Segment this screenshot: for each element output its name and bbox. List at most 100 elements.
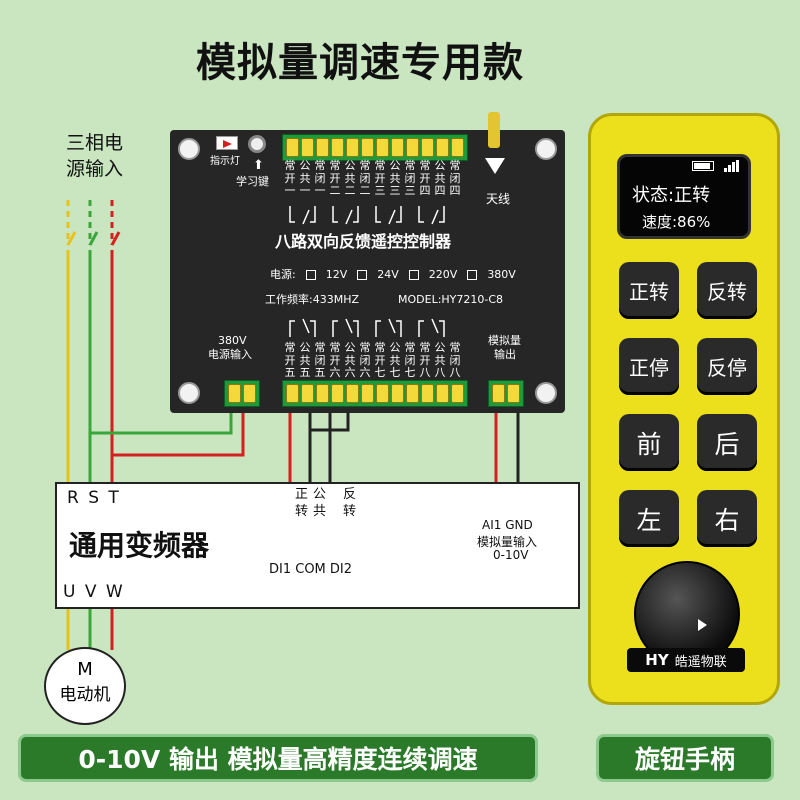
di-terminals-label: DI1 COM DI2 [269, 562, 353, 577]
voltage-380v: 380V [487, 268, 516, 281]
front-button[interactable]: 前 [619, 414, 679, 471]
relay-label-column: 常闭一 [314, 159, 326, 198]
forward-char-2: 转 [295, 504, 309, 519]
vfd-box: R S T 通用变频器 U V W 正转 公共 反转 DI1 COM DI2 A… [55, 482, 580, 609]
wire-380-red [112, 398, 245, 457]
relay-label-char: 共 [344, 171, 356, 185]
relay-label-char: 三 [389, 184, 401, 198]
switch-l3 [110, 231, 121, 246]
relay-label-column: 常开四 [419, 159, 431, 198]
forward-char-1: 正 [295, 487, 309, 502]
relay-label-char: 常 [284, 341, 296, 354]
forward-button[interactable]: 正转 [619, 262, 679, 319]
relay-label-char: 共 [299, 353, 311, 367]
antenna-label: 天线 [486, 192, 511, 206]
relay-label-char: 闭 [404, 353, 416, 367]
relay-label-column: 常开一 [284, 159, 296, 198]
bottom-terminal-strip [282, 380, 468, 407]
learn-key-button[interactable] [248, 135, 266, 153]
relay-label-column: 常闭五 [314, 341, 326, 380]
checkbox-12v[interactable] [305, 269, 316, 280]
relay-label-char: 开 [374, 353, 386, 367]
mount-hole [535, 138, 557, 160]
right-button[interactable]: 右 [697, 490, 757, 547]
reverse-char-1: 反 [343, 487, 357, 502]
relay-label-char: 八 [419, 366, 431, 380]
relay-label-char: 开 [284, 171, 296, 185]
relay-label-column: 常闭八 [449, 341, 461, 380]
learn-key-label: 学习键 [236, 175, 269, 188]
relay-label-char: 常 [449, 159, 461, 172]
relay-label-char: 二 [344, 184, 356, 198]
relay-label-char: 六 [359, 366, 371, 380]
checkbox-24v[interactable] [357, 269, 368, 280]
oled-screen: 状态:正转 速度:86% [617, 154, 751, 239]
relay-label-column: 公共三 [389, 159, 401, 198]
bottom-relay-symbols [289, 318, 445, 337]
brand-plate: HY 皓遥物联 [627, 648, 745, 672]
battery-icon [692, 161, 714, 171]
relay-label-char: 公 [344, 159, 356, 172]
relay-label-char: 闭 [449, 353, 461, 367]
checkbox-380v[interactable] [467, 269, 478, 280]
analog-label-1: 模拟量 [488, 334, 521, 347]
checkbox-220v[interactable] [408, 269, 419, 280]
forward-label: 正转 [295, 486, 309, 520]
voltage-24v: 24V [377, 268, 399, 281]
banner-right: 旋钮手柄 [596, 734, 774, 782]
relay-label-char: 共 [344, 353, 356, 367]
common-char-1: 公 [313, 487, 327, 502]
relay-label-char: 七 [404, 366, 416, 380]
relay-label-char: 闭 [314, 353, 326, 367]
relay-label-column: 常开五 [284, 341, 296, 380]
relay-label-column: 常开六 [329, 341, 341, 380]
left-button[interactable]: 左 [619, 490, 679, 547]
antenna-symbol-icon [485, 158, 505, 174]
relay-label-char: 闭 [359, 171, 371, 185]
relay-label-char: 闭 [314, 171, 326, 185]
reverse-stop-button[interactable]: 反停 [697, 338, 757, 395]
relay-label-char: 五 [314, 366, 326, 380]
brand-name: 皓遥物联 [674, 654, 727, 670]
relay-label-column: 常开八 [419, 341, 431, 380]
knob-pointer-icon [698, 619, 707, 631]
ai-input-label: 模拟量输入 [477, 535, 538, 549]
relay-label-char: 常 [329, 159, 341, 172]
relay-label-char: 三 [404, 184, 416, 198]
relay-label-char: 八 [449, 366, 461, 380]
antenna-icon [488, 112, 500, 148]
relay-label-char: 常 [359, 159, 371, 172]
brand-logo: HY [645, 651, 669, 669]
relay-label-char: 共 [389, 353, 401, 367]
relay-label-char: 常 [329, 341, 341, 354]
remote-handle: 状态:正转 速度:86% 正转 反转 正停 反停 前 后 左 右 HY 皓遥物联 [588, 113, 780, 705]
relay-label-char: 五 [299, 366, 311, 380]
speed-display: 速度:86% [642, 213, 711, 231]
relay-label-char: 二 [359, 184, 371, 198]
relay-label-char: 一 [299, 184, 311, 198]
controller-board: 指示灯 ⬆ 学习键 常开一公共一常闭一常开二公共二常闭二常开三公共三常闭三常开四… [170, 112, 565, 413]
mount-hole [178, 138, 200, 160]
banner-left: 0-10V 输出 模拟量高精度连续调速 [18, 734, 538, 782]
forward-stop-button[interactable]: 正停 [619, 338, 679, 395]
relay-label-column: 常开七 [374, 341, 386, 380]
relay-label-column: 常开二 [329, 159, 341, 198]
relay-label-char: 六 [329, 366, 341, 380]
indicator-light [216, 136, 238, 150]
power-input-line1: 三相电 [66, 132, 124, 154]
up-arrow-icon: ⬆ [253, 158, 264, 173]
top-terminal-strip [282, 134, 468, 161]
relay-label-char: 开 [329, 353, 341, 367]
relay-label-column: 公共四 [434, 159, 446, 198]
relay-label-char: 常 [374, 159, 386, 172]
relay-label-char: 开 [419, 353, 431, 367]
analog-label-2: 输出 [494, 348, 516, 361]
back-button[interactable]: 后 [697, 414, 757, 471]
signal-icon [724, 160, 739, 172]
power-input-line2: 源输入 [66, 158, 124, 180]
relay-label-column: 公共七 [389, 341, 401, 380]
motor-letter: M [77, 659, 93, 680]
relay-label-char: 常 [404, 159, 416, 172]
reverse-button[interactable]: 反转 [697, 262, 757, 319]
